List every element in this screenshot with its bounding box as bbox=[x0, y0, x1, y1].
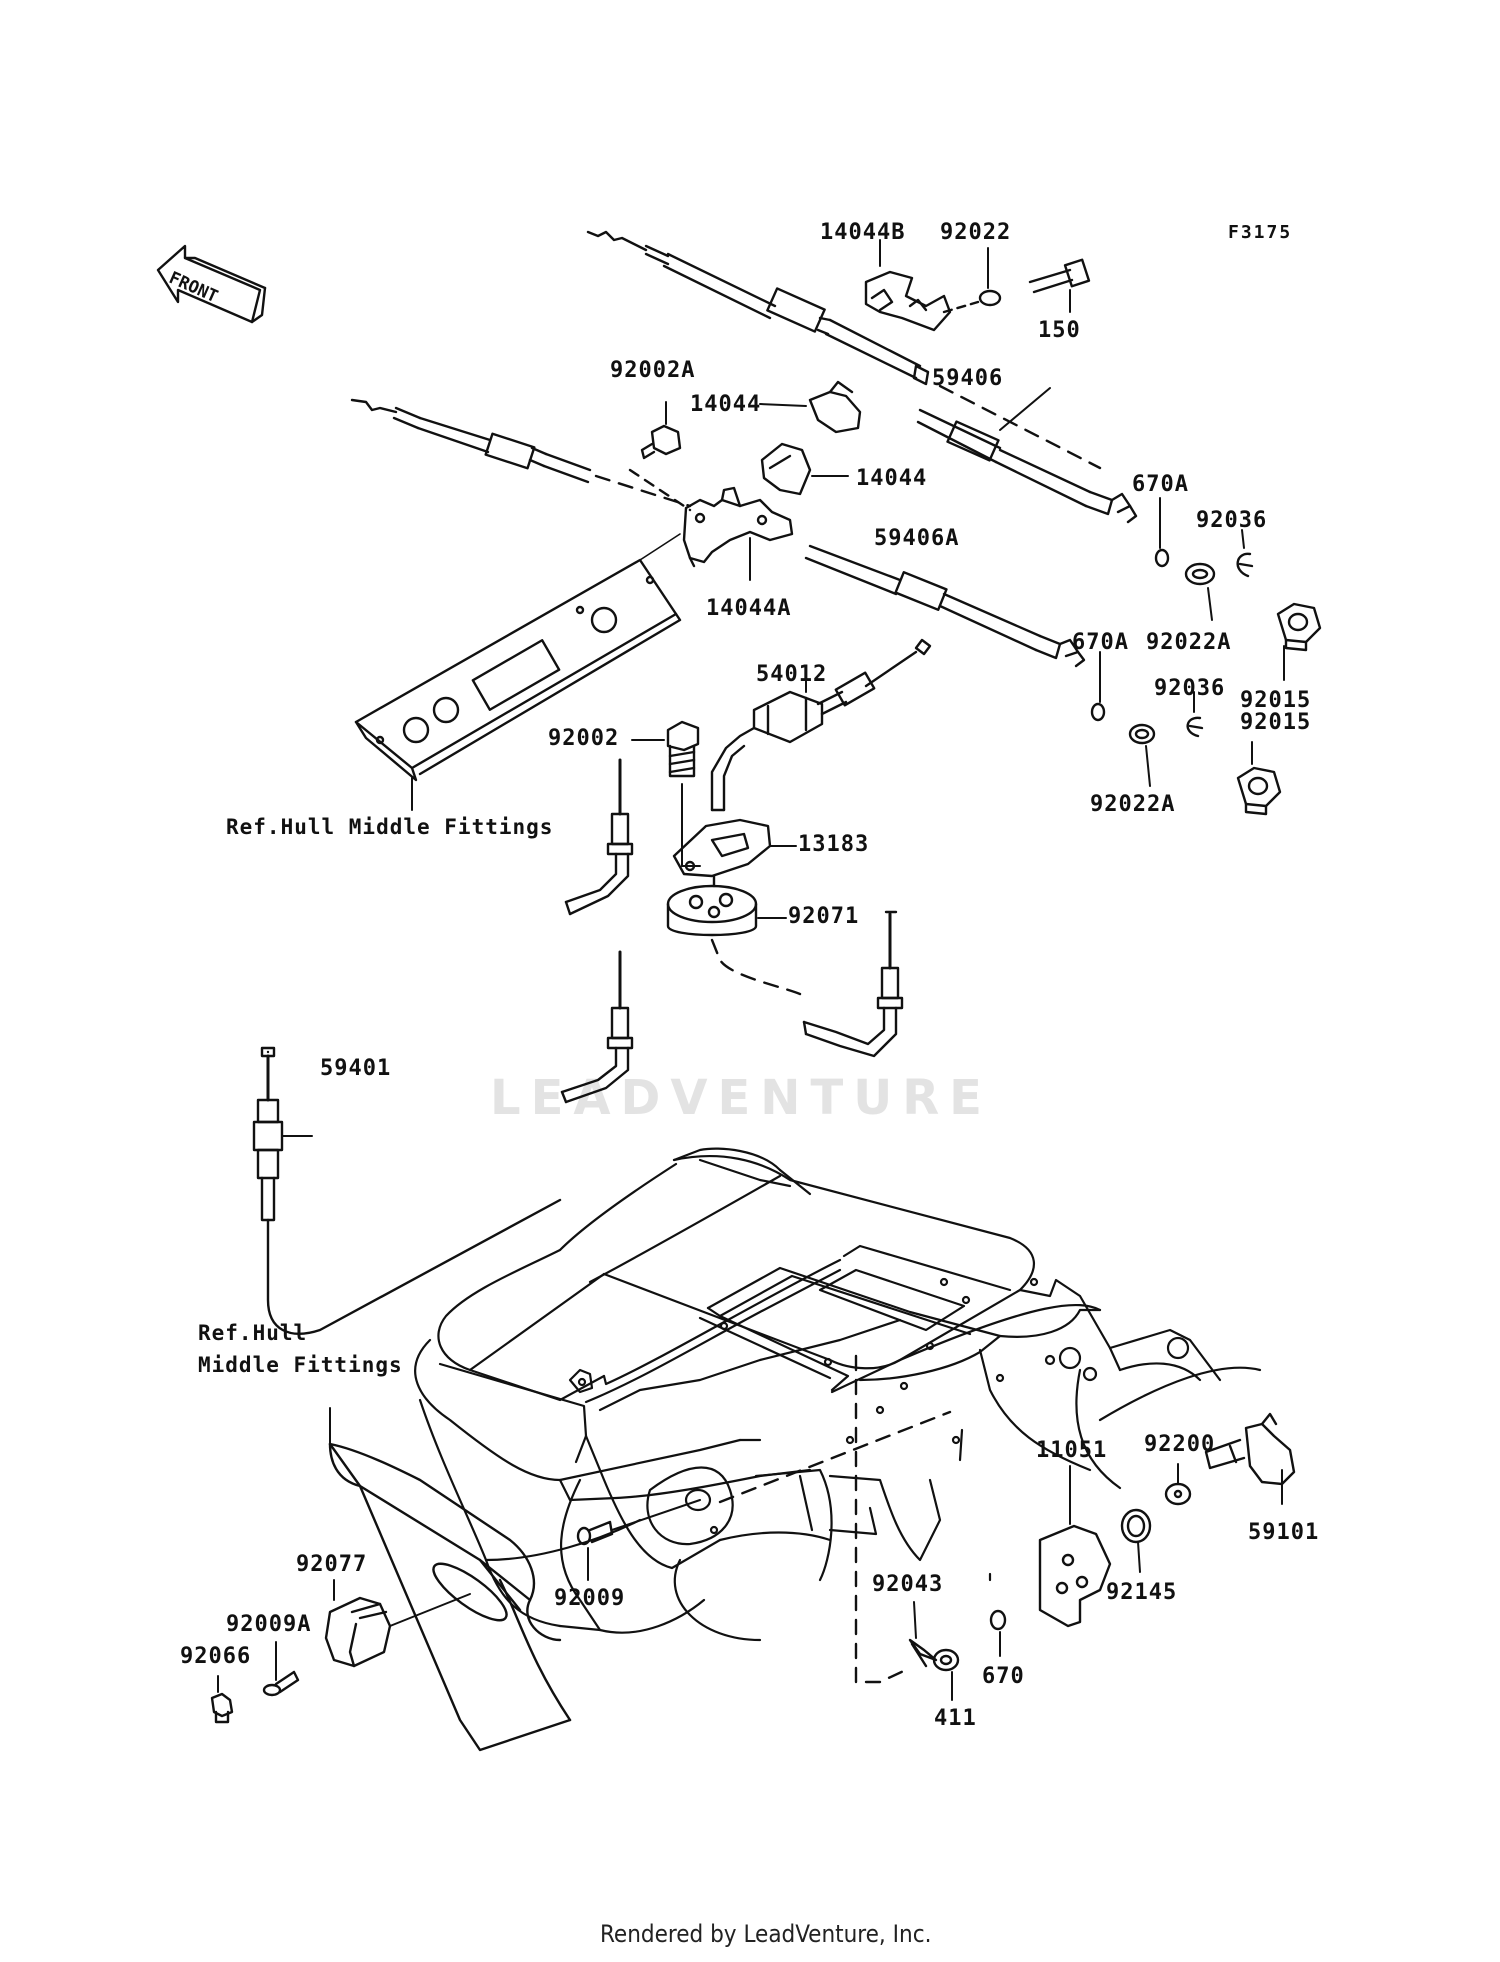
part-label-59406[interactable]: 59406 bbox=[932, 366, 1004, 391]
ring-92145 bbox=[1120, 1508, 1152, 1544]
o-ring-670A-lower bbox=[1090, 702, 1106, 722]
part-label-14044A[interactable]: 14044A bbox=[706, 596, 792, 621]
part-label-92077[interactable]: 92077 bbox=[296, 1552, 368, 1577]
part-label-92022A-lower[interactable]: 92022A bbox=[1090, 792, 1176, 817]
part-label-92036-lower[interactable]: 92036 bbox=[1154, 676, 1226, 701]
part-label-54012[interactable]: 54012 bbox=[756, 662, 828, 687]
part-label-92022[interactable]: 92022 bbox=[940, 220, 1012, 245]
part-label-92066[interactable]: 92066 bbox=[180, 1644, 252, 1669]
ref-hull-middle-fittings-lower-line1: Ref.Hull bbox=[198, 1321, 308, 1345]
cable-end-left-upper bbox=[564, 758, 634, 916]
hull-structure bbox=[414, 1147, 1262, 1642]
part-label-92022A-upper[interactable]: 92022A bbox=[1146, 630, 1232, 655]
starter-cable-54012 bbox=[710, 638, 932, 812]
o-ring-670A-upper bbox=[1154, 548, 1170, 568]
e-clip-92036-upper bbox=[1236, 552, 1254, 578]
nut-92015-upper bbox=[1276, 602, 1322, 652]
knob-59101 bbox=[1204, 1412, 1296, 1486]
mounting-plate bbox=[354, 558, 682, 782]
watermark: LEADVENTURE bbox=[490, 1070, 992, 1126]
ref-hull-middle-fittings-lower-line2: Middle Fittings bbox=[198, 1353, 403, 1377]
screw-92009 bbox=[576, 1520, 614, 1546]
choke-cable-59406A bbox=[350, 398, 1086, 668]
screw-92009A bbox=[262, 1670, 300, 1697]
washer-411 bbox=[932, 1648, 960, 1672]
grommet-92071 bbox=[666, 874, 758, 937]
front-arrow-icon bbox=[156, 244, 267, 324]
part-label-59401[interactable]: 59401 bbox=[320, 1056, 392, 1081]
part-label-92071[interactable]: 92071 bbox=[788, 904, 860, 929]
part-label-92015-lower[interactable]: 92015 bbox=[1240, 710, 1312, 735]
washer-92200 bbox=[1164, 1482, 1192, 1506]
part-label-150[interactable]: 150 bbox=[1038, 318, 1081, 343]
part-label-92043[interactable]: 92043 bbox=[872, 1572, 944, 1597]
bolt-92002A bbox=[640, 424, 682, 460]
cable-clamp-14044B bbox=[864, 270, 952, 332]
part-label-14044-lower[interactable]: 14044 bbox=[856, 466, 928, 491]
part-label-92009A[interactable]: 92009A bbox=[226, 1612, 312, 1637]
part-label-11051[interactable]: 11051 bbox=[1036, 1438, 1108, 1463]
part-label-92015-upper[interactable]: 92015 bbox=[1240, 688, 1312, 713]
cotter-pin-92043 bbox=[908, 1638, 938, 1668]
part-label-670A-upper[interactable]: 670A bbox=[1132, 472, 1189, 497]
cable-bracket-14044A bbox=[682, 486, 794, 568]
part-label-411[interactable]: 411 bbox=[934, 1706, 977, 1731]
diagram-code: F3175 bbox=[1228, 222, 1293, 243]
part-label-92009[interactable]: 92009 bbox=[554, 1586, 626, 1611]
washer-92022A-upper bbox=[1184, 562, 1216, 586]
cable-clamp-14044-upper bbox=[808, 380, 862, 434]
e-clip-92036-lower bbox=[1186, 716, 1204, 738]
washer-92022A-lower bbox=[1128, 723, 1156, 745]
part-label-92002[interactable]: 92002 bbox=[548, 726, 620, 751]
bolt-92066 bbox=[210, 1692, 234, 1724]
part-label-92200[interactable]: 92200 bbox=[1144, 1432, 1216, 1457]
cable-end-right bbox=[802, 910, 904, 1058]
part-label-14044B[interactable]: 14044B bbox=[820, 220, 906, 245]
throttle-cable-59406 bbox=[586, 230, 1138, 524]
cable-clamp-14044-lower bbox=[760, 442, 812, 496]
part-label-92002A[interactable]: 92002A bbox=[610, 358, 696, 383]
part-label-670A-lower[interactable]: 670A bbox=[1072, 630, 1129, 655]
part-label-59406A[interactable]: 59406A bbox=[874, 526, 960, 551]
footer-credit: Rendered by LeadVenture, Inc. bbox=[600, 1920, 932, 1948]
cap-92077 bbox=[324, 1596, 392, 1668]
ref-hull-middle-fittings-upper: Ref.Hull Middle Fittings bbox=[226, 815, 554, 839]
cable-59401 bbox=[252, 1046, 562, 1335]
part-label-92036-upper[interactable]: 92036 bbox=[1196, 508, 1268, 533]
o-ring-670 bbox=[989, 1609, 1007, 1631]
side-panel bbox=[328, 1442, 572, 1752]
nut-92015-lower bbox=[1236, 766, 1282, 816]
washer-92022 bbox=[978, 289, 1002, 307]
bolt-150 bbox=[1028, 258, 1091, 313]
part-label-14044-upper[interactable]: 14044 bbox=[690, 392, 762, 417]
bolt-92002 bbox=[666, 720, 700, 778]
part-label-92145[interactable]: 92145 bbox=[1106, 1580, 1178, 1605]
part-label-670[interactable]: 670 bbox=[982, 1664, 1025, 1689]
part-label-59101[interactable]: 59101 bbox=[1248, 1520, 1320, 1545]
plate-11051 bbox=[1038, 1524, 1112, 1628]
part-label-13183[interactable]: 13183 bbox=[798, 832, 870, 857]
cable-end-middle bbox=[560, 950, 634, 1104]
plate-13183 bbox=[672, 818, 772, 878]
